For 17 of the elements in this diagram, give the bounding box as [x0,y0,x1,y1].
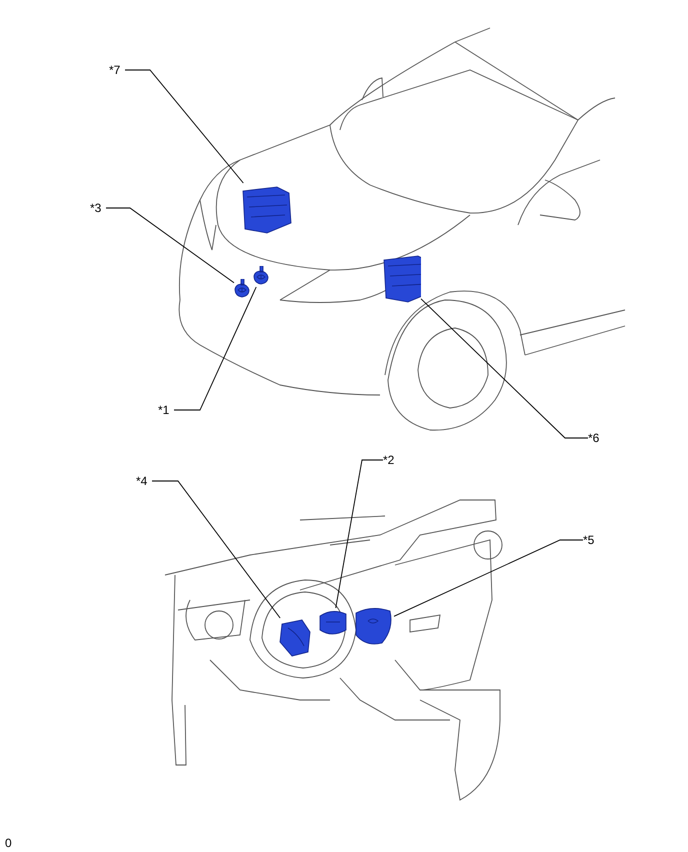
leader-line [420,298,588,438]
spiral-cable-drawing [278,618,312,658]
callout-number: *2 [383,453,394,467]
leader-line [106,208,234,284]
leader-line [124,70,244,184]
horn-drawing [234,279,250,298]
leader-line [394,540,584,617]
leader-line [174,286,257,410]
figure-code: 0 [5,836,12,850]
leader-line [152,480,281,618]
callout-number: *3 [90,201,102,215]
callout-number: *5 [583,533,594,547]
callout-number: *4 [136,474,148,488]
callout-number: *7 [109,63,120,77]
callout-number: *6 [588,431,600,445]
callout-number: *1 [158,403,170,417]
horn-drawing [253,266,269,287]
